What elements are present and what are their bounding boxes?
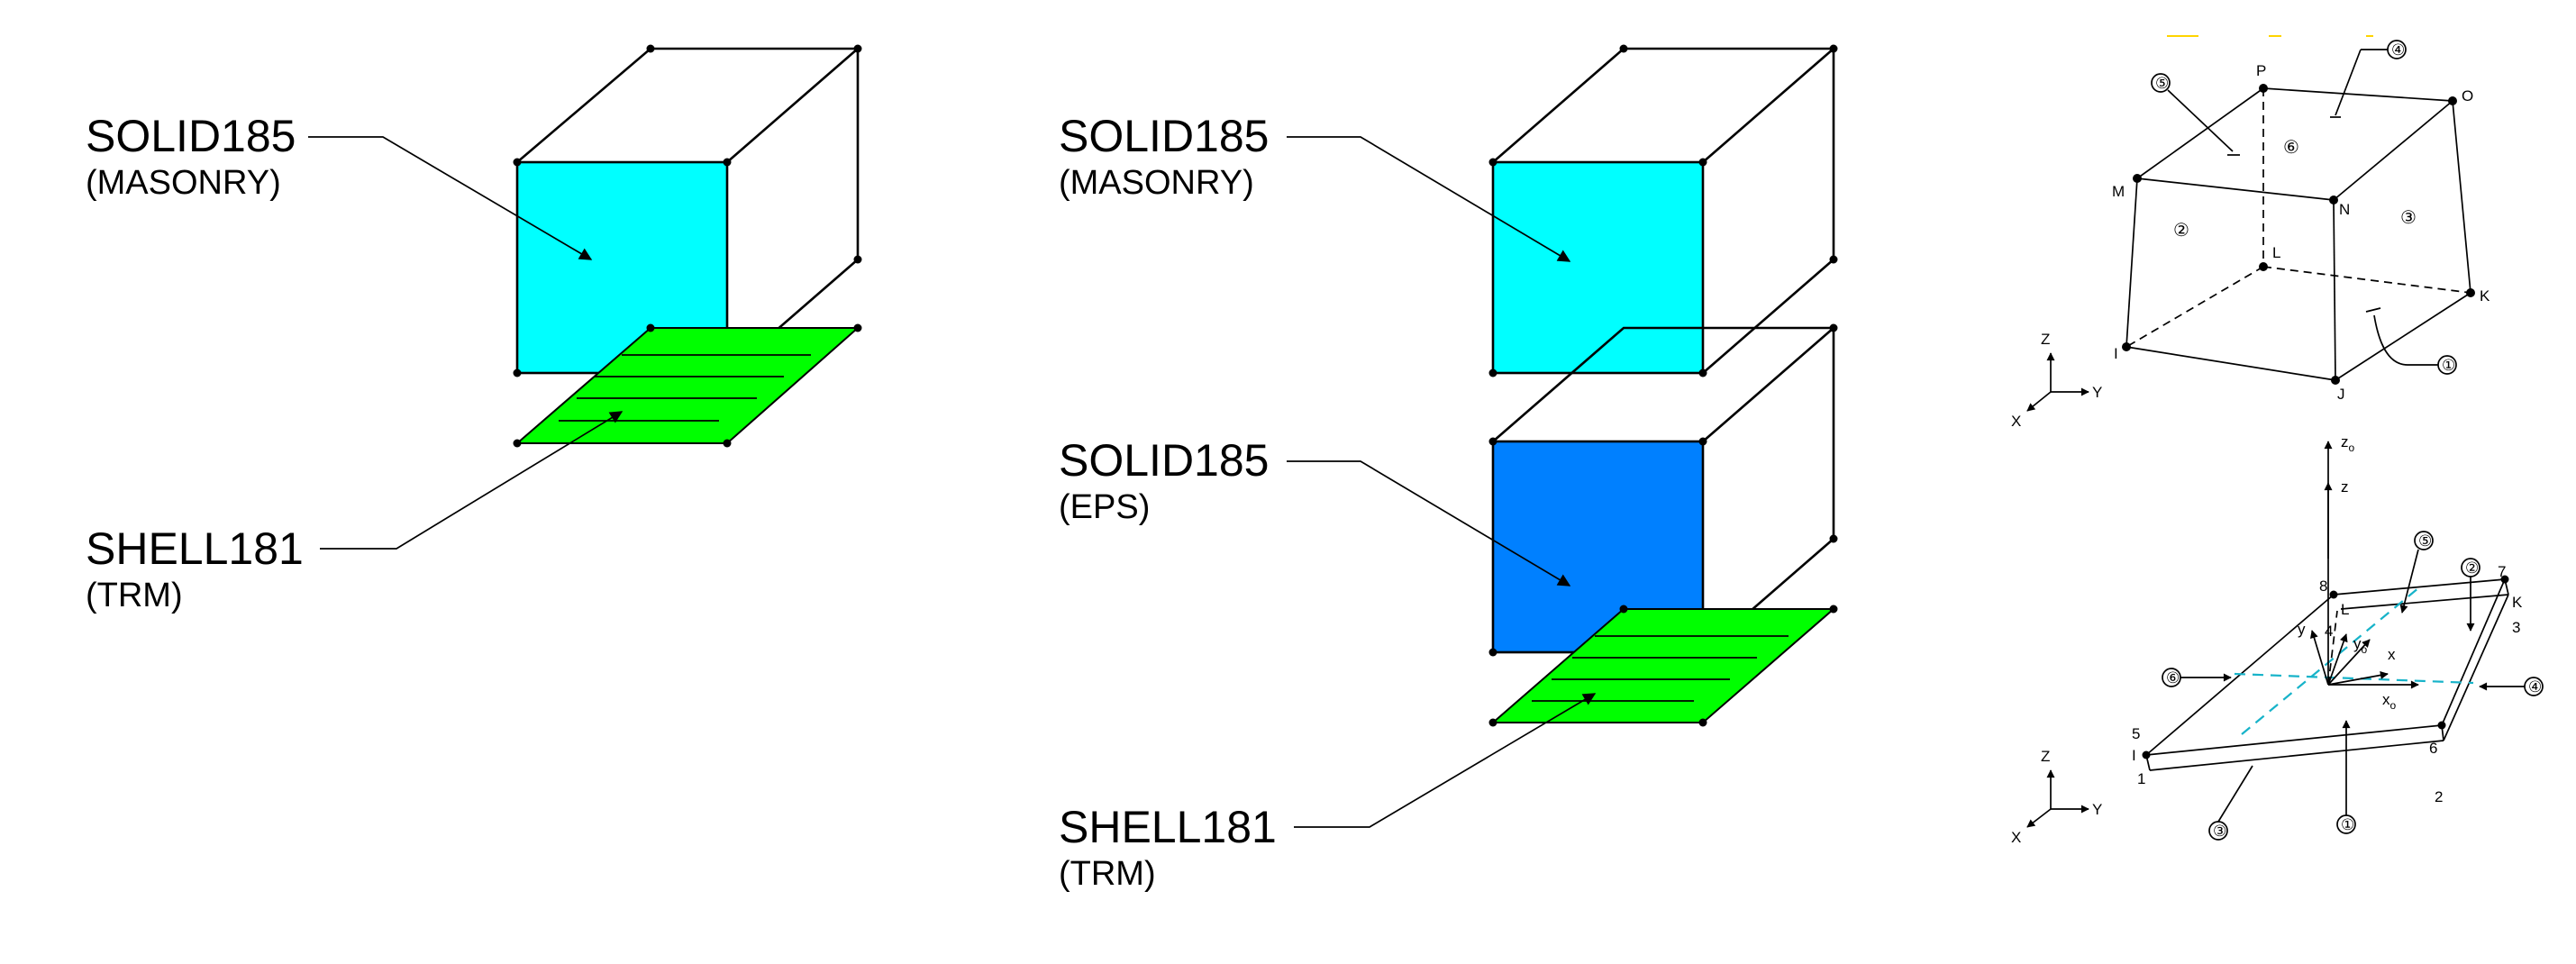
face-2-label: ② — [2173, 221, 2189, 241]
shell-node-l: L — [2341, 601, 2349, 618]
shell-node-4: 4 — [2325, 623, 2333, 640]
mid-solid1-name: SOLID185 — [1059, 111, 1269, 161]
mid-solid2-material: (EPS) — [1059, 488, 1150, 526]
left-assembly: SOLID185 (MASONRY) SHELL181 (TRM) — [86, 44, 862, 614]
mid-shell-callout: SHELL181 (TRM) — [1059, 693, 1597, 893]
node-k: K — [2480, 287, 2490, 305]
local-axis-x0: xo — [2382, 691, 2397, 712]
left-trm-shell — [513, 323, 862, 448]
face-6-label: ⑥ — [2283, 138, 2299, 158]
left-solid-callout: SOLID185 (MASONRY) — [86, 111, 593, 260]
face-1-label: ① — [2442, 357, 2455, 374]
mid-solid1-callout: SOLID185 (MASONRY) — [1059, 111, 1571, 262]
shell-node-1: 1 — [2137, 770, 2145, 787]
local-axis-z: z — [2341, 478, 2349, 496]
face-5-label: ⑤ — [2155, 75, 2169, 92]
shell-node-2: 2 — [2435, 788, 2443, 805]
shell-axis-z: Z — [2041, 748, 2050, 765]
shell-node-7: 7 — [2498, 563, 2506, 580]
shell-node-3: 3 — [2512, 619, 2520, 636]
shell-face-3-label: ③ — [2213, 823, 2226, 840]
shell181-element-diagram: zo z y yo x xo L K I 1 2 3 4 5 6 7 8 ⑤ ②… — [2011, 433, 2544, 846]
shell-face-2-label: ② — [2465, 559, 2479, 577]
mid-masonry-cube — [1488, 44, 1838, 377]
mid-solid2-name: SOLID185 — [1059, 435, 1269, 486]
left-shell-name: SHELL181 — [86, 523, 304, 574]
solid-axis-z: Z — [2041, 331, 2050, 348]
local-axis-x: x — [2388, 646, 2396, 663]
left-shell-callout: SHELL181 (TRM) — [86, 411, 624, 614]
left-shell-material: (TRM) — [86, 577, 183, 614]
shell-node-5: 5 — [2132, 725, 2140, 742]
left-solid-material: (MASONRY) — [86, 164, 281, 202]
solid185-element-diagram: P O M N L K I J ⑤ ④ ⑥ ② ③ ① — [2011, 35, 2490, 430]
local-axis-z0: zo — [2341, 433, 2355, 454]
left-masonry-cube — [513, 44, 862, 377]
node-m: M — [2112, 183, 2125, 200]
shell-face-6-label: ⑥ — [2166, 669, 2180, 687]
mid-shell-material: (TRM) — [1059, 855, 1156, 893]
node-l: L — [2272, 244, 2280, 261]
node-i: I — [2114, 345, 2118, 362]
shell-local-axes: zo z y yo x xo — [2298, 433, 2419, 712]
mid-solid1-material: (MASONRY) — [1059, 164, 1254, 202]
shell-node-8: 8 — [2319, 577, 2327, 595]
shell-node-6: 6 — [2429, 740, 2437, 757]
left-solid-name: SOLID185 — [86, 111, 296, 161]
middle-assembly: SOLID185 (MASONRY) SOLID185 (EPS) SHELL1… — [1059, 44, 1838, 893]
shell-face-5-label: ⑤ — [2418, 532, 2432, 550]
solid-axis-y: Y — [2092, 384, 2102, 401]
solid-global-axes: Z Y X — [2011, 331, 2102, 430]
node-p: P — [2256, 62, 2266, 79]
mid-shell-name: SHELL181 — [1059, 802, 1277, 852]
shell-face-markers: ⑤ ② ⑥ ④ ③ ① — [2162, 531, 2544, 841]
node-o: O — [2462, 87, 2473, 105]
local-axis-y: y — [2298, 621, 2306, 638]
solid-face-markers: ⑤ ④ ⑥ ② ③ ① — [2151, 40, 2457, 375]
face-3-label: ③ — [2400, 208, 2417, 228]
shell-axis-y: Y — [2092, 801, 2102, 818]
shell-node-k: K — [2512, 594, 2523, 611]
face-4-label: ④ — [2391, 41, 2405, 59]
shell-axis-x: X — [2011, 829, 2021, 846]
node-j: J — [2337, 386, 2345, 403]
shell-face-4-label: ④ — [2528, 678, 2542, 696]
mid-solid2-callout: SOLID185 (EPS) — [1059, 435, 1571, 587]
shell-node-i: I — [2132, 747, 2136, 764]
shell-face-1-label: ① — [2341, 816, 2354, 833]
shell-global-axes: Z Y X — [2011, 748, 2102, 846]
node-n: N — [2339, 201, 2350, 218]
solid-axis-x: X — [2011, 413, 2021, 430]
mid-trm-shell — [1488, 605, 1838, 727]
local-axis-y0: yo — [2353, 635, 2368, 656]
